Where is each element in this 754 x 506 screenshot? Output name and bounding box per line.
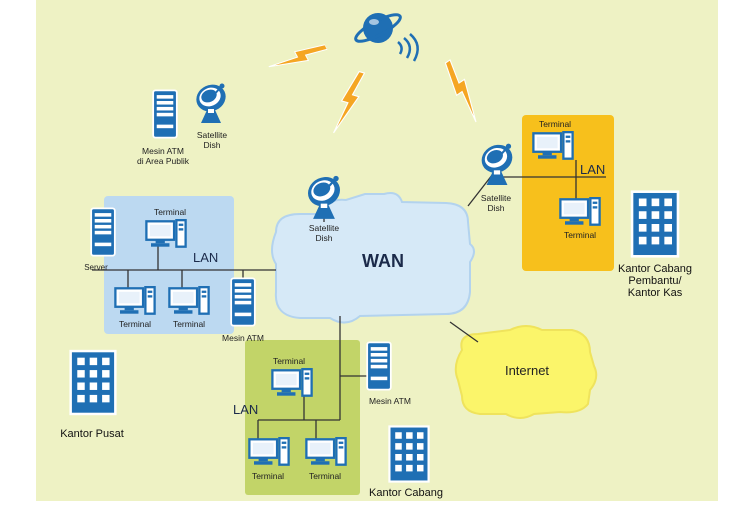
wan-to-internet-line — [449, 321, 479, 343]
center-dish-label-1: Satellite — [309, 223, 340, 233]
kantor-cabang-label: Kantor Cabang — [369, 487, 443, 499]
atm-public-label-2: di Area Publik — [137, 156, 190, 166]
server-icon — [90, 207, 116, 257]
pusat-terminal-right-label: Terminal — [173, 319, 205, 329]
pembantu-terminal-bottom-label: Terminal — [564, 230, 596, 240]
atm-pusat-icon — [230, 277, 256, 327]
pembantu-terminal-top-label: Terminal — [539, 119, 571, 129]
pembantu-building-label-3: Kantor Kas — [628, 287, 683, 299]
pusat-terminal-left-label: Terminal — [119, 319, 151, 329]
center-dish-label-2: Dish — [315, 233, 332, 243]
pembantu-lan-label: LAN — [580, 162, 605, 177]
pusat-terminal-top-label: Terminal — [154, 207, 186, 217]
cabang-terminal-right-label: Terminal — [309, 471, 341, 481]
internet-cloud — [454, 325, 598, 419]
atm-cabang-icon — [366, 341, 392, 391]
pembantu-building-label-2: Pembantu/ — [628, 275, 682, 287]
cabang-terminal-left-label: Terminal — [252, 471, 284, 481]
atm-public-icon — [152, 89, 178, 139]
pembantu-building-label-1: Kantor Cabang — [618, 263, 692, 275]
pembantu-dish-label-1: Satellite — [481, 193, 512, 203]
atm-public-label-1: Mesin ATM — [142, 146, 184, 156]
pembantu-dish-label-2: Dish — [487, 203, 504, 213]
cabang-atm-label: Mesin ATM — [369, 396, 411, 406]
kantor-pusat-building-icon — [69, 349, 117, 416]
atm-public-dish-label-2: Dish — [203, 140, 220, 150]
pusat-atm-label: Mesin ATM — [222, 333, 264, 343]
cabang-lan-label: LAN — [233, 402, 258, 417]
kantor-pusat-label: Kantor Pusat — [60, 428, 124, 440]
kantor-cabang-pembantu-building-icon — [630, 190, 680, 258]
internet-label: Internet — [505, 363, 549, 378]
kantor-cabang-building-icon — [388, 425, 430, 483]
atm-public-dish-label-1: Satellite — [197, 130, 228, 140]
server-label: Server — [84, 263, 108, 272]
satellite-icon — [354, 13, 419, 62]
wan-label: WAN — [362, 251, 404, 271]
pusat-lan-label: LAN — [193, 250, 218, 265]
cabang-terminal-top-label: Terminal — [273, 356, 305, 366]
